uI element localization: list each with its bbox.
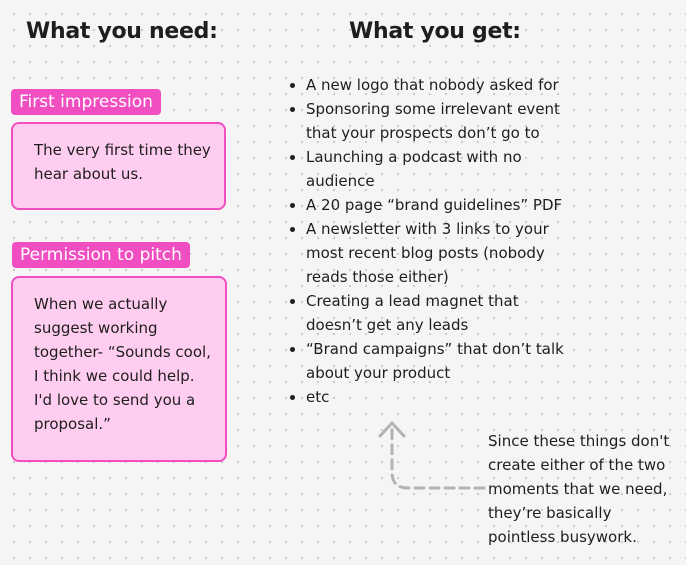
list-item: A 20 page “brand guidelines” PDF <box>288 193 568 217</box>
what-you-get-list: A new logo that nobody asked for Sponsor… <box>288 73 568 409</box>
list-item: Sponsoring some irrelevant event that yo… <box>288 97 568 145</box>
list-item: A newsletter with 3 links to your most r… <box>288 217 568 289</box>
first-impression-tag[interactable]: First impression <box>11 89 161 115</box>
permission-to-pitch-tag[interactable]: Permission to pitch <box>12 242 190 268</box>
busywork-note[interactable]: Since these things don't create either o… <box>488 432 670 546</box>
list-item: “Brand campaigns” that don’t talk about … <box>288 337 568 385</box>
list-item: Launching a podcast with no audience <box>288 145 568 193</box>
what-you-get-heading: What you get: <box>349 19 521 44</box>
list-item: Creating a lead magnet that doesn’t get … <box>288 289 568 337</box>
list-item: A new logo that nobody asked for <box>288 73 568 97</box>
first-impression-card[interactable]: The very first time they hear about us. <box>11 122 226 210</box>
dashed-arrow-icon[interactable] <box>368 412 488 502</box>
what-you-need-heading: What you need: <box>26 19 218 44</box>
permission-to-pitch-card[interactable]: When we actually suggest working togethe… <box>11 276 227 462</box>
list-item: etc <box>288 385 568 409</box>
